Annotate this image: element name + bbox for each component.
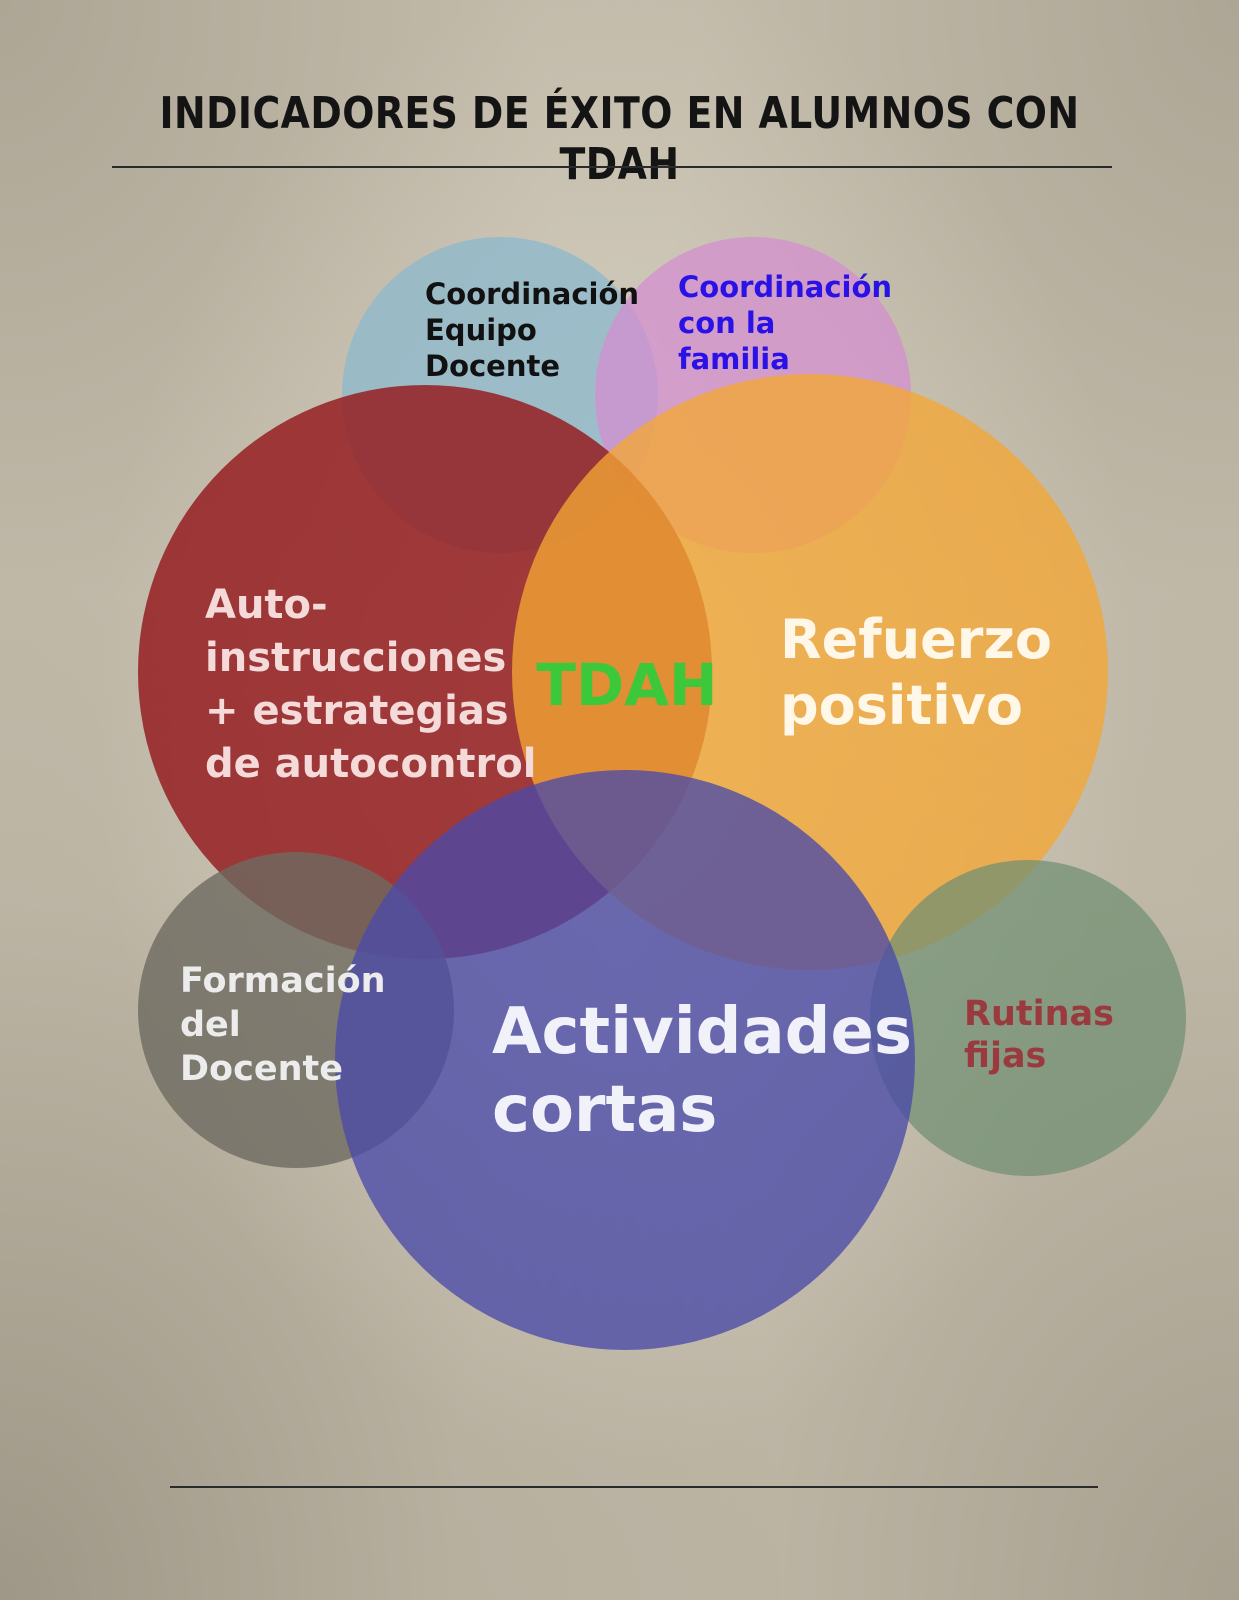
label-line: de autocontrol xyxy=(205,741,536,787)
label-autoinstrucciones: Auto-instrucciones + estrategias de autoco… xyxy=(205,582,536,787)
label-line: Docente xyxy=(425,349,560,383)
poster-title: INDICADORES DE ÉXITO EN ALUMNOS CON TDAH xyxy=(159,88,1080,190)
bottom-divider xyxy=(170,1486,1098,1488)
label-line: Rutinas xyxy=(964,994,1114,1034)
label-line: Formación xyxy=(180,961,386,1001)
label-tdah-center: TDAH xyxy=(536,651,717,719)
label-line: con la xyxy=(678,306,775,340)
top-divider xyxy=(112,166,1112,168)
circle-actividades-cortas xyxy=(335,770,915,1350)
label-line: Equipo xyxy=(425,313,537,347)
label-line: Refuerzo xyxy=(780,608,1052,671)
label-line: instrucciones xyxy=(205,635,506,681)
circle-rutinas-fijas xyxy=(870,860,1186,1176)
label-line: Coordinación xyxy=(425,277,639,311)
label-line: Auto- xyxy=(205,582,328,628)
label-line: Coordinación xyxy=(678,270,892,304)
label-line: + estrategias xyxy=(205,688,509,734)
label-line: positivo xyxy=(780,674,1023,737)
label-line: cortas xyxy=(492,1073,717,1147)
label-line: del xyxy=(180,1005,241,1045)
label-line: Actividades xyxy=(492,995,912,1069)
label-line: Docente xyxy=(180,1049,343,1089)
label-line: fijas xyxy=(964,1036,1046,1076)
label-line: familia xyxy=(678,342,790,376)
